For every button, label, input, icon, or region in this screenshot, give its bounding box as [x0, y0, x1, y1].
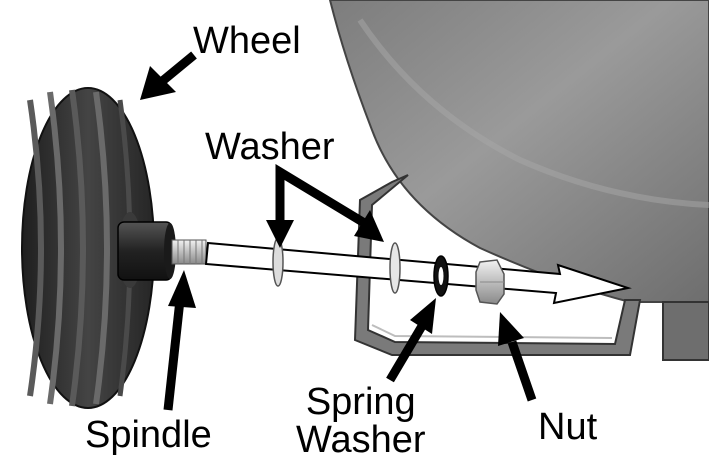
label-spring-washer-line1: Spring	[305, 381, 416, 423]
assembly-direction-arrow	[204, 241, 632, 305]
label-spring-washer: Spring Washer	[296, 383, 426, 459]
tank	[328, 0, 709, 303]
label-washer: Washer	[205, 126, 335, 168]
spring-washer	[433, 255, 449, 297]
callout-arrow-spring-washer	[386, 298, 436, 383]
callout-arrow-washer	[266, 164, 384, 248]
washer-2	[389, 242, 401, 294]
label-wheel: Wheel	[193, 20, 301, 62]
spindle-bolt	[171, 239, 207, 265]
callout-arrow-spindle	[163, 270, 196, 411]
label-spindle: Spindle	[85, 414, 212, 456]
hub	[117, 221, 176, 281]
washer-1	[272, 237, 284, 287]
frame-bracket	[353, 174, 642, 356]
nut	[475, 259, 505, 305]
tank-foot	[662, 301, 709, 361]
label-nut: Nut	[538, 406, 598, 448]
callout-arrow-nut	[498, 312, 537, 402]
callout-arrow-wheel	[140, 51, 197, 100]
label-spring-washer-line2: Washer	[296, 419, 426, 461]
